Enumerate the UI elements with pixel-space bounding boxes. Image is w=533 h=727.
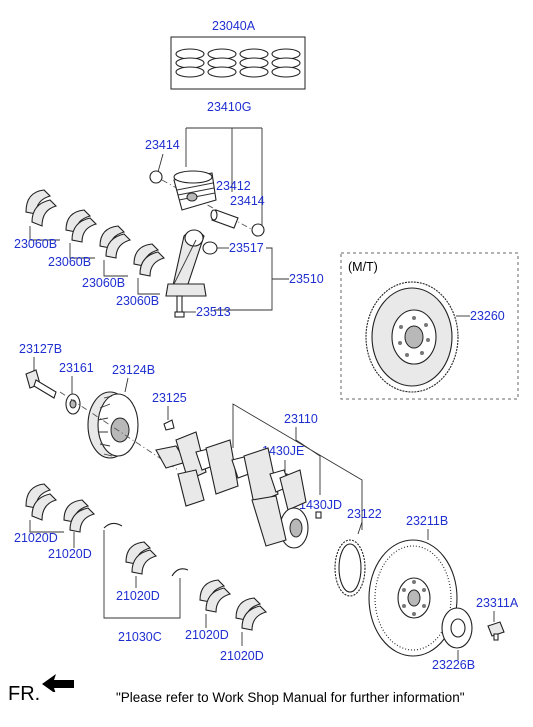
label-23410G[interactable]: 23410G [207,100,251,114]
footer-note: "Please refer to Work Shop Manual for fu… [116,690,465,705]
leader-21030C [103,530,181,619]
label-23412[interactable]: 23412 [216,179,251,193]
crank-centerline [59,391,179,471]
reinforcement-plate[interactable] [441,607,473,649]
piston-clip-left[interactable] [149,170,163,184]
label-23414-top[interactable]: 23414 [145,138,180,152]
label-23124B[interactable]: 23124B [112,363,155,377]
leader-23060B-1 [29,226,60,241]
crank-pulley-bolt[interactable] [25,369,57,399]
flywheel-bolt[interactable] [487,621,505,641]
small-end-bushing[interactable] [202,241,218,255]
label-23513[interactable]: 23513 [196,305,231,319]
woodruff-key[interactable] [163,419,175,431]
label-21020D-1[interactable]: 21020D [14,531,58,545]
label-21020D-5[interactable]: 21020D [220,649,264,663]
rod-bolt[interactable] [174,295,185,318]
label-21030C[interactable]: 21030C [118,630,162,644]
leader-23110 [232,403,363,530]
label-21020D-4[interactable]: 21020D [185,628,229,642]
thrust-washer-right[interactable] [171,568,189,577]
mt-box [340,252,519,400]
label-23226B[interactable]: 23226B [432,658,475,672]
label-23414-bottom[interactable]: 23414 [230,194,265,208]
piston-clip-right[interactable] [251,223,265,237]
thrust-washer-left[interactable] [103,522,123,529]
label-21020D-2[interactable]: 21020D [48,547,92,561]
label-23060B-4[interactable]: 23060B [116,294,159,308]
piston-ring-set[interactable] [170,36,306,90]
crankshaft[interactable] [155,431,309,549]
main-bearing-5[interactable] [235,597,268,631]
rod-bearing-2[interactable] [65,209,98,243]
label-23517[interactable]: 23517 [229,241,264,255]
leader-21020D-1 [29,520,64,533]
piston-centerline [161,179,263,236]
label-23311A[interactable]: 23311A [476,596,519,610]
leader-23124B [124,377,129,393]
label-23510[interactable]: 23510 [289,272,324,286]
label-1430JD[interactable]: 1430JD [299,498,342,512]
label-23110[interactable]: 23110 [284,412,318,426]
connecting-rod[interactable] [165,229,207,297]
label-23161[interactable]: 23161 [59,361,94,375]
plug-1430JD[interactable] [315,511,322,519]
rod-bearing-3[interactable] [99,225,132,259]
leader-23122 [357,521,363,535]
front-arrow-icon [42,674,74,692]
main-bearing-2[interactable] [63,499,96,533]
label-23211B[interactable]: 23211B [406,514,448,528]
front-indicator-label: FR. [8,683,41,705]
rod-bearing-4[interactable] [133,243,166,277]
pulley-washer[interactable] [65,393,81,415]
label-23060B-3[interactable]: 23060B [82,276,125,290]
leader-23060B-2 [69,243,95,259]
label-23040A[interactable]: 23040A [212,19,256,33]
leader-23060B-4 [137,278,160,295]
leader-23410G [185,127,263,225]
main-bearing-1[interactable] [25,483,58,521]
piston[interactable] [173,170,217,211]
reluctor-ring[interactable] [334,539,366,597]
rod-bearing-1[interactable] [25,189,58,227]
label-23060B-1[interactable]: 23060B [14,237,57,251]
leader-23414-top [157,153,164,173]
label-23122[interactable]: 23122 [347,507,382,521]
crank-pulley[interactable] [87,391,139,459]
label-23127B[interactable]: 23127B [19,342,62,356]
leader-23510 [214,247,289,311]
leader-23060B-3 [103,260,128,277]
main-bearing-4[interactable] [199,579,232,613]
drive-plate[interactable] [368,539,458,657]
label-mt: (M/T) [348,260,378,274]
label-1430JE[interactable]: 1430JE [262,444,304,458]
label-21020D-3[interactable]: 21020D [116,589,160,603]
piston-pin[interactable] [210,209,239,229]
main-bearing-3[interactable] [125,541,158,575]
dual-mass-flywheel[interactable] [365,281,459,393]
label-23060B-2[interactable]: 23060B [48,255,91,269]
label-23125[interactable]: 23125 [152,391,187,405]
label-23260[interactable]: 23260 [470,309,505,323]
